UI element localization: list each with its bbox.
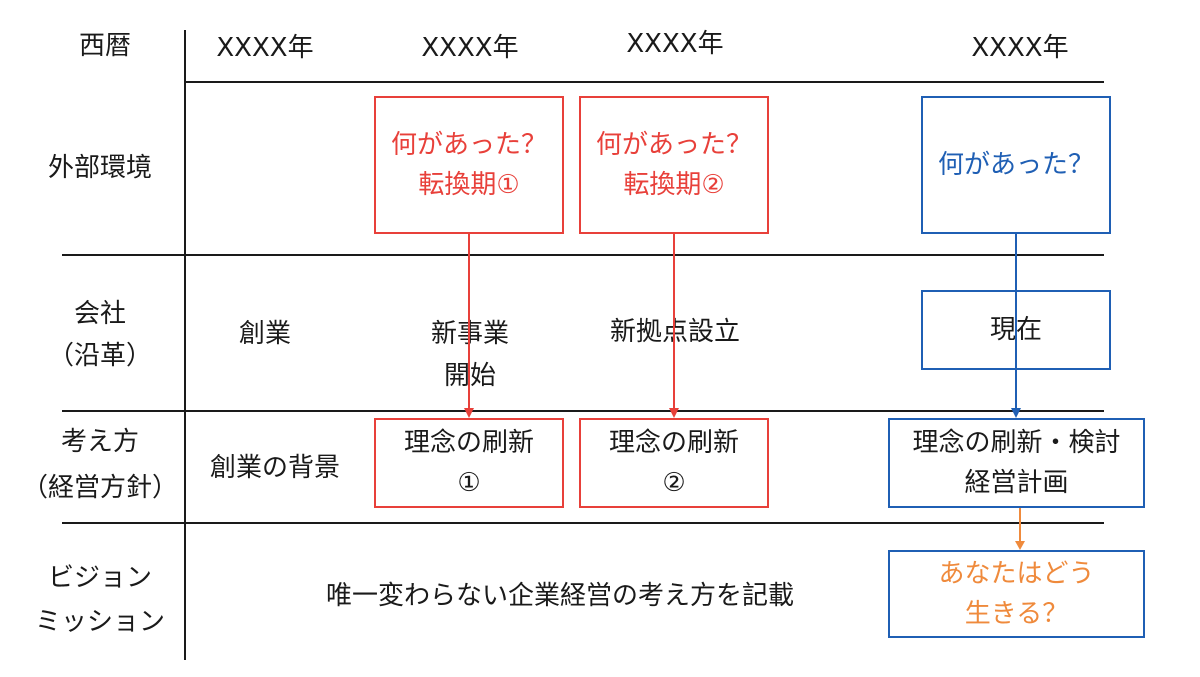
- row-divider-2: [62, 410, 1104, 412]
- row-label-company-2: （沿革）: [47, 341, 152, 371]
- policy-renewal-1-number: ①: [457, 468, 481, 498]
- policy-renewal-box-3: 理念の刷新・検討 経営計画: [888, 418, 1145, 508]
- row-label-company-1: 会社: [73, 299, 126, 329]
- company-new-business-2: 開始: [443, 361, 496, 391]
- vision-question-line1: あなたはどう: [938, 559, 1095, 589]
- external-event-3-title: 何があった？: [937, 150, 1094, 180]
- policy-renewal-3-title: 理念の刷新・検討: [912, 428, 1121, 458]
- row-label-policy-1: 考え方: [60, 427, 139, 457]
- year-label-2: XXXX年: [421, 33, 519, 63]
- external-event-2-subtitle: 転換期②: [623, 170, 725, 200]
- vision-statement: 唯一変わらない企業経営の考え方を記載: [325, 581, 794, 611]
- external-event-1-subtitle: 転換期①: [418, 170, 520, 200]
- header-divider: [184, 81, 1104, 83]
- year-label-4: XXXX年: [971, 33, 1069, 63]
- external-event-box-2: 何があった？ 転換期②: [579, 96, 769, 234]
- external-event-box-3: 何があった？: [921, 96, 1111, 234]
- company-founding: 創業: [238, 319, 291, 349]
- arrow-orange-1-head: [1015, 541, 1025, 550]
- external-event-1-title: 何があった？: [390, 130, 547, 160]
- policy-renewal-3-subtitle: 経営計画: [964, 468, 1069, 498]
- external-event-box-1: 何があった？ 転換期①: [374, 96, 564, 234]
- vision-question-box: あなたはどう 生きる？: [888, 550, 1145, 638]
- policy-renewal-2-title: 理念の刷新: [608, 428, 739, 458]
- row-divider-1: [62, 254, 1104, 256]
- year-label-3: XXXX年: [626, 29, 724, 59]
- header-label: 西暦: [78, 31, 131, 61]
- policy-renewal-box-1: 理念の刷新 ①: [374, 418, 564, 508]
- company-current-box: 現在: [921, 290, 1111, 370]
- policy-renewal-box-2: 理念の刷新 ②: [579, 418, 769, 508]
- policy-founding-background: 創業の背景: [209, 453, 340, 483]
- label-column-divider: [184, 30, 186, 660]
- company-current-label: 現在: [989, 315, 1042, 345]
- policy-renewal-1-title: 理念の刷新: [403, 428, 534, 458]
- policy-renewal-2-number: ②: [662, 468, 686, 498]
- external-event-2-title: 何があった？: [595, 130, 752, 160]
- company-new-base: 新拠点設立: [609, 317, 740, 347]
- row-divider-3: [62, 522, 1104, 524]
- row-label-external: 外部環境: [47, 153, 152, 183]
- vision-question-line2: 生きる？: [964, 599, 1069, 629]
- year-label-1: XXXX年: [216, 33, 314, 63]
- company-new-business-1: 新事業: [430, 319, 509, 349]
- row-label-policy-2: （経営方針）: [21, 473, 178, 503]
- row-label-vision-1: ビジョン: [47, 563, 152, 593]
- row-label-vision-2: ミッション: [34, 607, 165, 637]
